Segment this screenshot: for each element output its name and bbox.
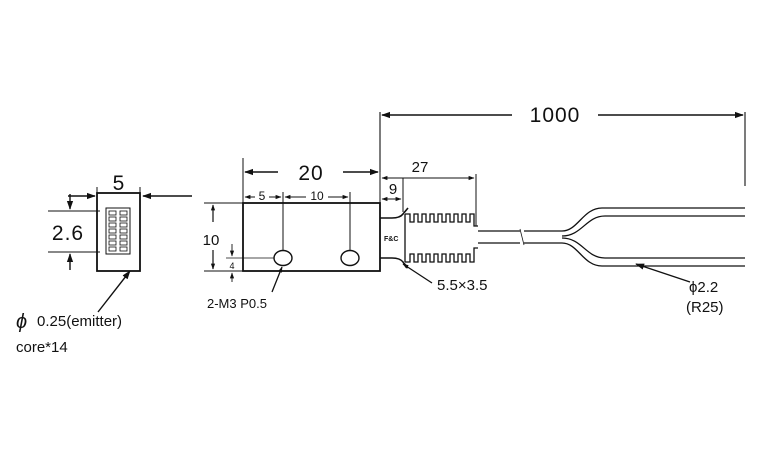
collar-outline xyxy=(404,213,478,262)
cable-bend-label: (R25) xyxy=(686,299,724,316)
cable-wire-lower xyxy=(561,237,745,259)
hole-offset-label: 5 xyxy=(259,189,266,203)
collar-size-leader xyxy=(402,263,433,284)
sensor-body xyxy=(242,192,381,272)
collar-length-label: 27 xyxy=(412,159,429,176)
body-length-label: 20 xyxy=(298,162,323,185)
end-view-outline xyxy=(96,192,141,272)
emitter-spec-label: 0.25(emitter) xyxy=(37,313,122,330)
mount-hole-label: 2-M3 P0.5 xyxy=(207,296,267,311)
emitter-diameter-symbol: ϕ xyxy=(16,311,27,333)
end-height-label: 2.6 xyxy=(52,222,84,245)
mount-hole-1 xyxy=(273,249,293,267)
hole-pitch-label: 10 xyxy=(310,189,324,203)
cable xyxy=(478,207,745,267)
emitter-core-array xyxy=(105,207,131,255)
collar-size-label: 5.5×3.5 xyxy=(437,277,487,294)
hole-height-label: 4 xyxy=(229,261,234,271)
end-width-label: 5 xyxy=(113,172,126,195)
cable-length-label: 1000 xyxy=(530,104,581,127)
strain-relief-label: 9 xyxy=(389,181,397,198)
cable-wire-upper xyxy=(561,207,745,232)
cable-diameter-leader xyxy=(635,263,691,283)
body-height-label: 10 xyxy=(203,232,220,249)
body-outline xyxy=(242,202,381,272)
mount-hole-2 xyxy=(340,249,360,267)
cable-diameter-label: ϕ2.2 xyxy=(689,279,718,296)
brand-mark: F&C xyxy=(384,236,398,243)
strain-relief: F&C xyxy=(380,207,478,269)
mount-hole-leader xyxy=(271,266,283,293)
emitter-core-label: core*14 xyxy=(16,339,68,356)
emitter-leader xyxy=(97,270,131,313)
end-view: 5 2.6 ϕ 0.25(emitter) core*14 xyxy=(16,172,192,356)
